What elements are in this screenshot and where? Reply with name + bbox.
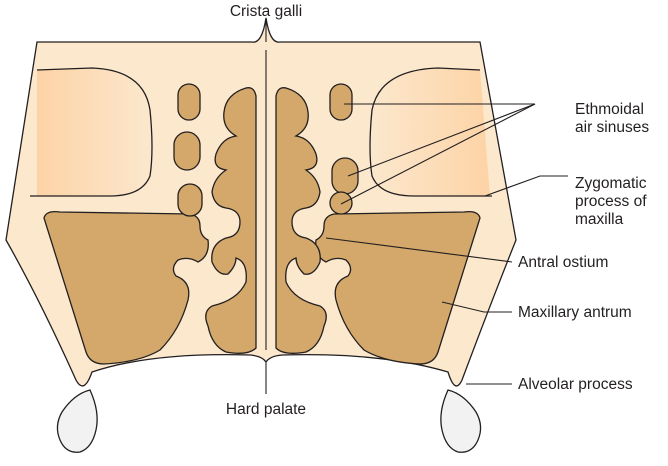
label-antral-ostium: Antral ostium — [518, 254, 608, 271]
label-maxillary-antrum: Maxillary antrum — [518, 304, 632, 321]
right-tooth — [441, 390, 481, 452]
label-zygomatic-process-line3: maxilla — [575, 211, 624, 228]
label-alveolar-process: Alveolar process — [518, 376, 633, 393]
label-ethmoidal-air-sinuses-line2: air sinuses — [575, 119, 649, 136]
label-ethmoidal-air-sinuses-line1: Ethmoidal — [575, 101, 644, 118]
left-tooth — [57, 390, 97, 452]
left-ethmoidal-cells — [174, 84, 202, 216]
label-crista-galli: Crista galli — [230, 3, 302, 20]
label-zygomatic-process-line1: Zygomatic — [575, 175, 647, 192]
right-orbit — [370, 68, 492, 196]
label-zygomatic-process-line2: process of — [575, 193, 647, 210]
left-orbit — [30, 68, 152, 196]
label-hard-palate: Hard palate — [226, 401, 306, 418]
